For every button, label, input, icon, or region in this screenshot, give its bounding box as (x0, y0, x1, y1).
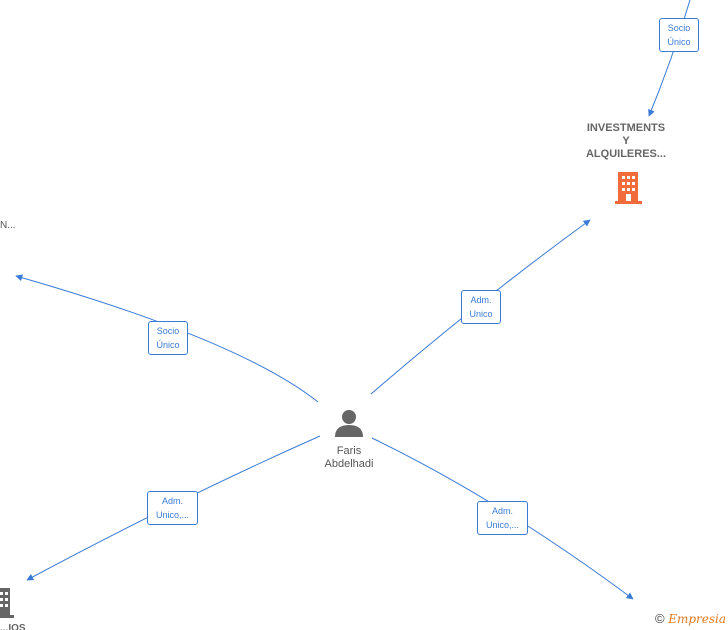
edge-label-line: Unico (469, 309, 493, 319)
building-icon[interactable] (615, 172, 642, 204)
edge-label-line: Unico,... (155, 510, 189, 520)
edge-label-socio-unico[interactable]: Socio Único (659, 18, 699, 52)
edge-label-line: Adm. (161, 496, 183, 506)
edge-person-to-left-company (15, 274, 319, 403)
edge-label-socio-unico[interactable]: Socio Único (148, 321, 188, 355)
edge-label-line: Único (156, 340, 180, 350)
company-name-truncated[interactable]: N... (0, 220, 16, 231)
edge-label-line: Adm. (491, 506, 513, 516)
company-name-truncated[interactable]: ...IOS (0, 624, 26, 630)
edge-label-line: Unico,... (485, 520, 519, 530)
edge-label-line: Socio (156, 326, 180, 336)
footer-brand: © Empresia (655, 611, 726, 626)
edge-label-line: Adm. (470, 295, 492, 305)
company-name[interactable]: INVESTMENTS Y ALQUILERES... (576, 122, 676, 161)
edge-top-to-investments (648, 0, 691, 117)
company-name-line: Y (622, 135, 630, 147)
edge-label-adm-unico-etc[interactable]: Adm. Unico,... (477, 501, 528, 535)
person-icon[interactable] (335, 410, 363, 437)
company-name-line: ALQUILERES... (585, 148, 667, 160)
person-name[interactable]: Faris Abdelhadi (309, 445, 389, 471)
brand-logo: Empresia (668, 612, 726, 626)
building-icon[interactable] (0, 588, 14, 618)
edge-label-line: Socio (667, 23, 691, 33)
copyright-symbol: © (654, 611, 665, 626)
edge-label-adm-unico[interactable]: Adm. Unico (461, 290, 501, 324)
edge-label-line: Único (667, 37, 691, 47)
person-name-line: Abdelhadi (324, 458, 374, 470)
company-name-line: INVESTMENTS (586, 122, 666, 134)
person-name-line: Faris (336, 445, 362, 457)
edge-label-adm-unico-etc[interactable]: Adm. Unico,... (147, 491, 198, 525)
